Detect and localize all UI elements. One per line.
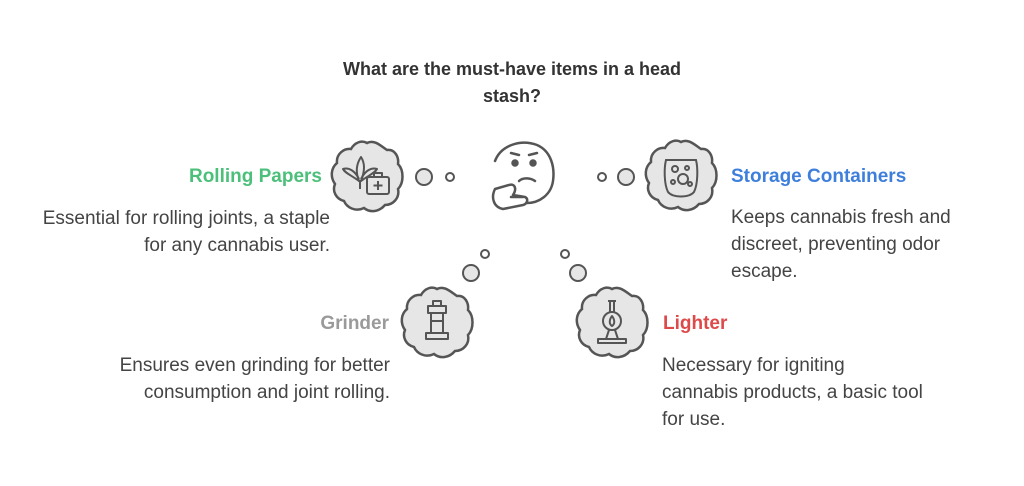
thought-bubble-dot: [560, 249, 570, 259]
diagram-title: What are the must-have items in a head s…: [342, 59, 682, 106]
storage-containers-heading: Storage Containers: [731, 166, 907, 187]
thought-bubble-dot: [617, 168, 635, 186]
thinking-face-icon: [491, 141, 555, 211]
lighter-heading: Lighter: [663, 313, 728, 334]
thought-bubble-dot: [480, 249, 490, 259]
cannabis-leaf-medkit-icon: [330, 140, 404, 213]
thought-bubble-dot: [445, 172, 455, 182]
thought-bubble-dot: [462, 264, 480, 282]
container-jar-icon: [644, 139, 718, 212]
grinder-description: Ensures even grinding for better consump…: [119, 355, 390, 403]
lighter-description: Necessary for igniting cannabis products…: [662, 355, 923, 430]
thought-bubble-dot: [569, 264, 587, 282]
rolling-papers-heading: Rolling Papers: [188, 166, 322, 187]
bunsen-burner-icon: [575, 286, 649, 359]
thought-bubble-dot: [597, 172, 607, 182]
grinder-heading: Grinder: [320, 313, 389, 334]
rolling-papers-description: Essential for rolling joints, a staple f…: [42, 208, 330, 256]
storage-containers-description: Keeps cannabis fresh and discreet, preve…: [731, 207, 951, 282]
thought-bubble-dot: [415, 168, 433, 186]
grinder-tower-icon: [400, 286, 474, 359]
